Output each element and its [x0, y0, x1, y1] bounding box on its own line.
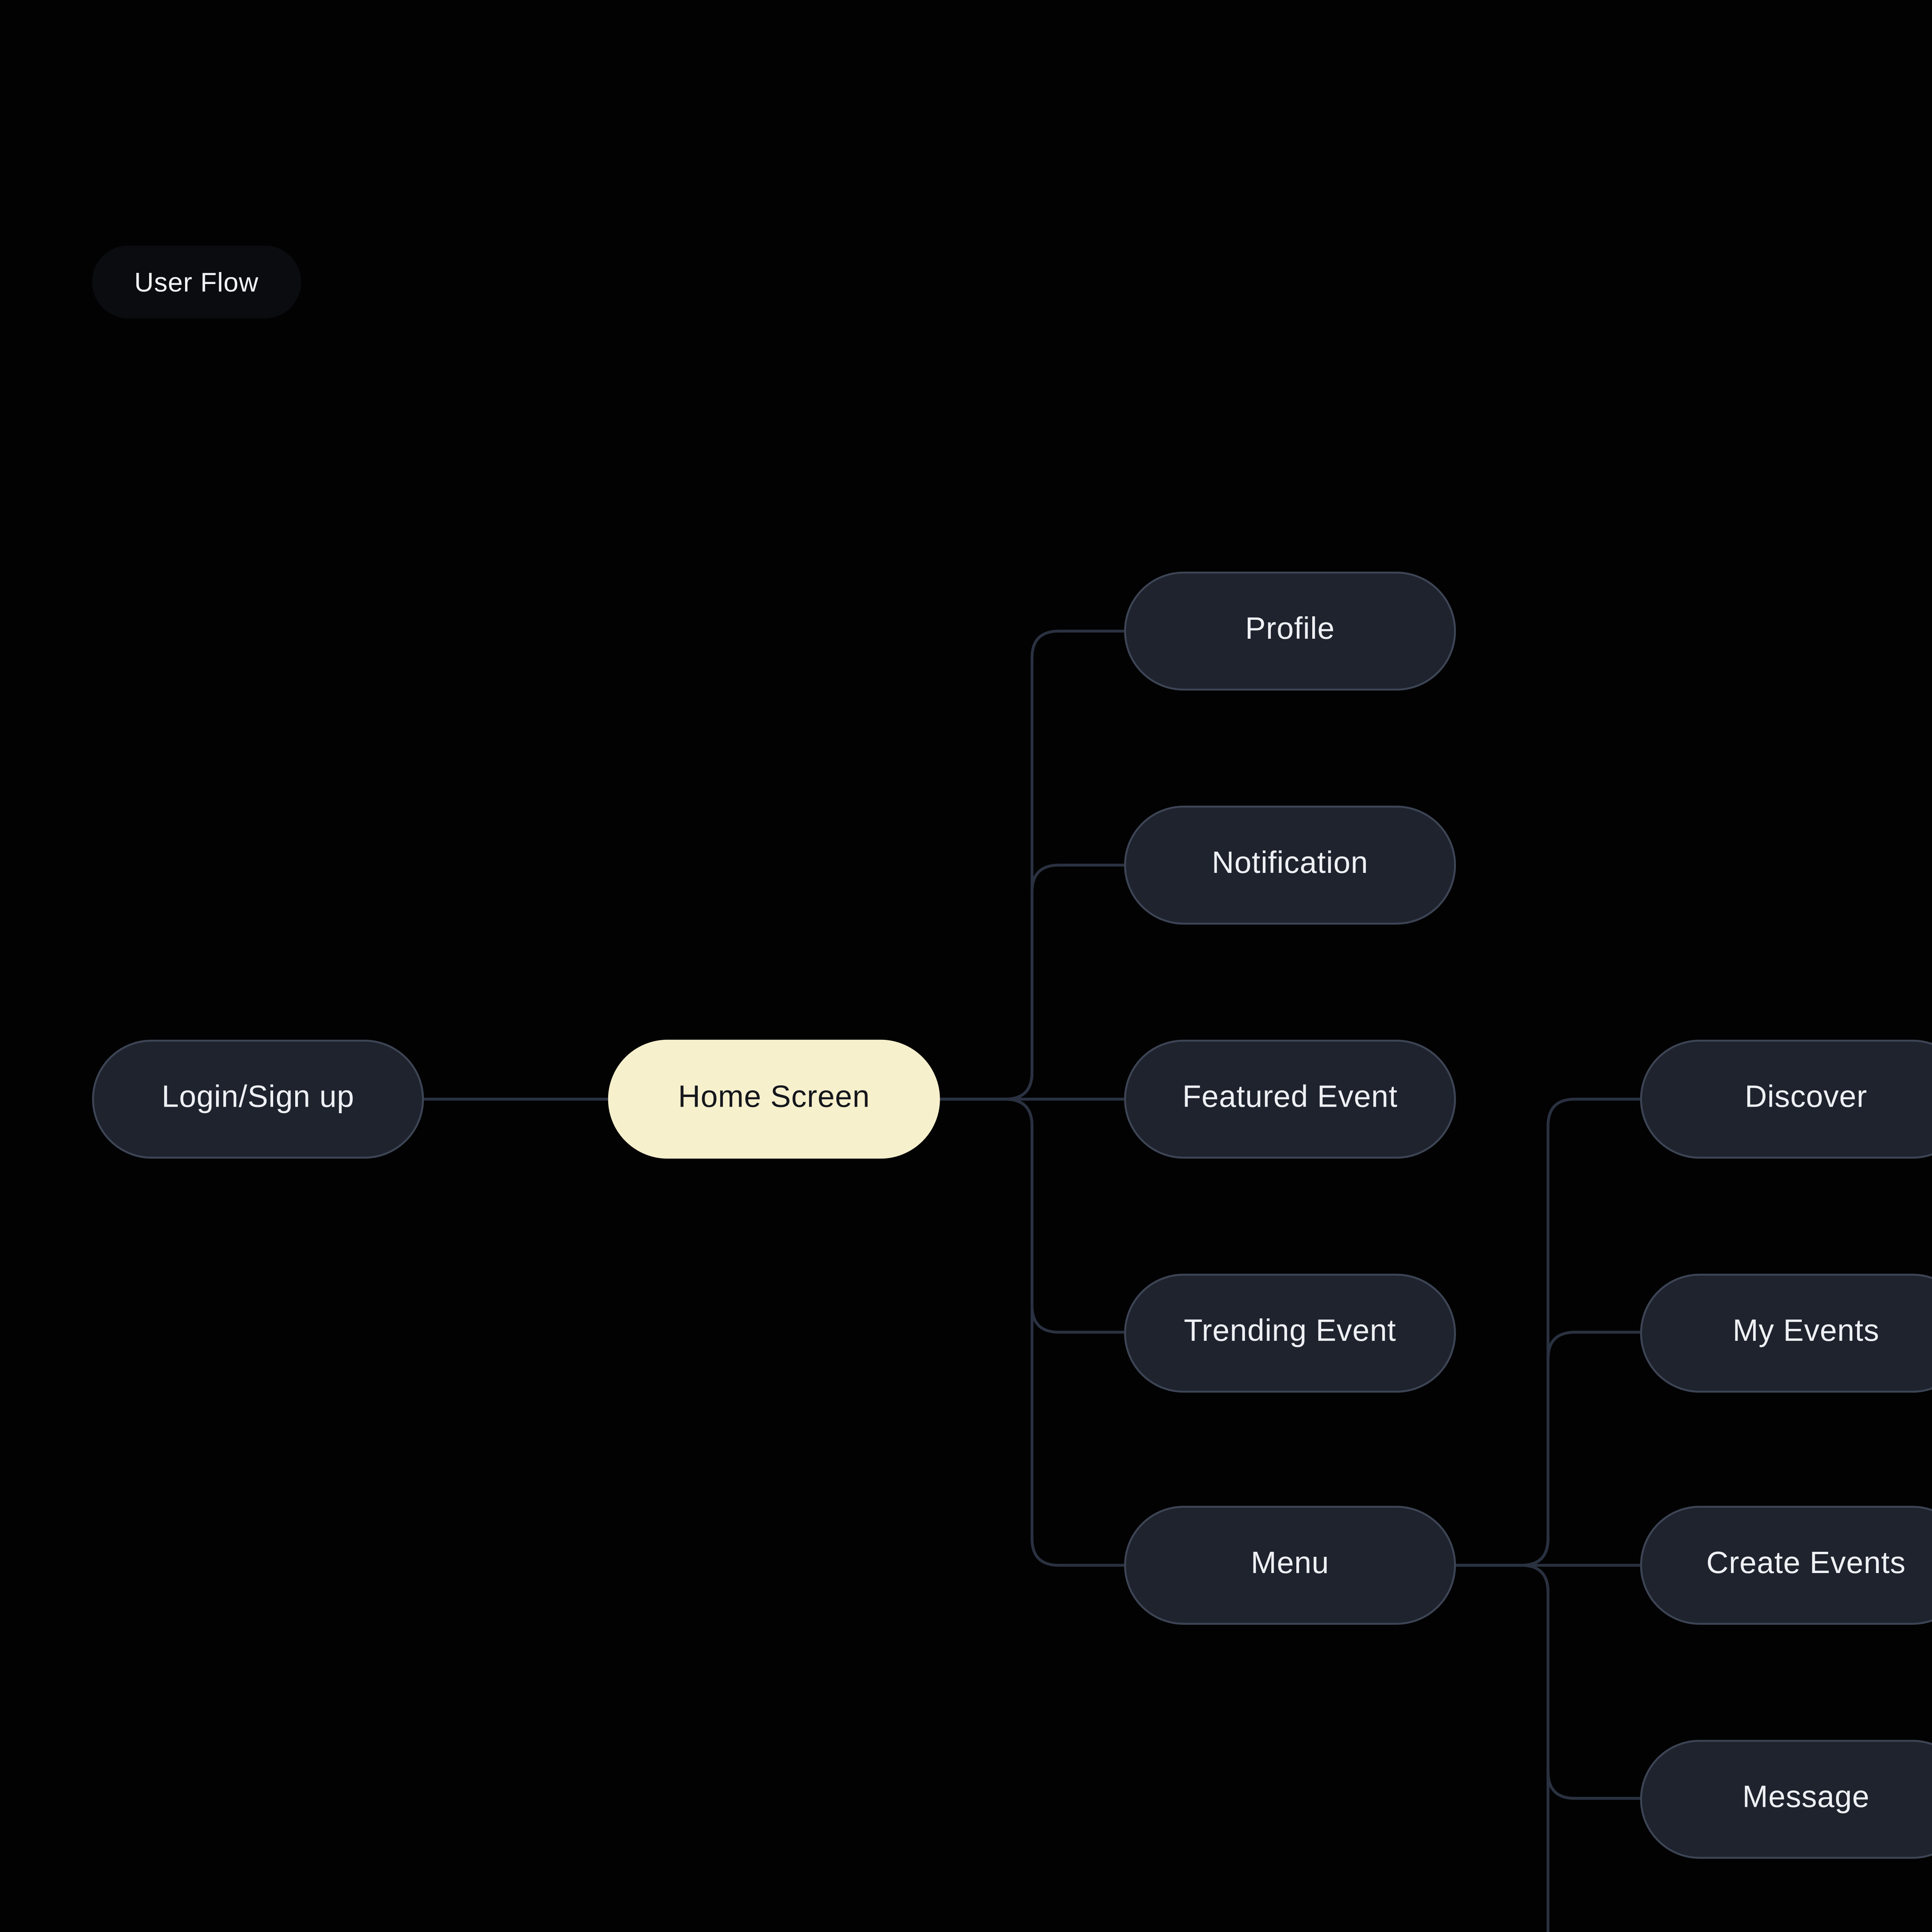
node-notification[interactable]: Notification [1124, 806, 1456, 925]
node-label: Home Screen [678, 1082, 870, 1115]
node-trending[interactable]: Trending Event [1124, 1272, 1456, 1392]
node-myevents[interactable]: My Events [1640, 1272, 1932, 1392]
node-label: Notification [1212, 848, 1369, 881]
edge-home-to-menu [940, 1097, 1124, 1567]
edge-menu-to-myevents [1456, 1331, 1640, 1567]
node-label: Message [1742, 1781, 1870, 1814]
node-label: Trending Event [1184, 1315, 1396, 1348]
node-label: Create Events [1706, 1548, 1906, 1581]
node-menu[interactable]: Menu [1124, 1506, 1456, 1625]
node-label: My Events [1733, 1315, 1879, 1348]
node-featured[interactable]: Featured Event [1124, 1039, 1456, 1159]
node-home[interactable]: Home Screen [608, 1039, 940, 1159]
node-label: Menu [1251, 1548, 1329, 1581]
node-profile[interactable]: Profile [1124, 571, 1456, 691]
edge-menu-to-settings [1456, 1564, 1549, 1932]
edge-home-to-notification [940, 864, 1124, 1101]
node-label: Featured Event [1182, 1082, 1398, 1115]
node-label: Login/Sign up [162, 1082, 355, 1115]
node-login[interactable]: Login/Sign up [92, 1039, 424, 1159]
node-discover[interactable]: Discover [1640, 1039, 1932, 1159]
node-message[interactable]: Message [1640, 1739, 1932, 1858]
user-flow-badge: User Flow [92, 245, 301, 319]
node-label: Profile [1245, 614, 1335, 647]
node-createevents[interactable]: Create Events [1640, 1506, 1932, 1625]
node-label: Discover [1745, 1082, 1867, 1115]
